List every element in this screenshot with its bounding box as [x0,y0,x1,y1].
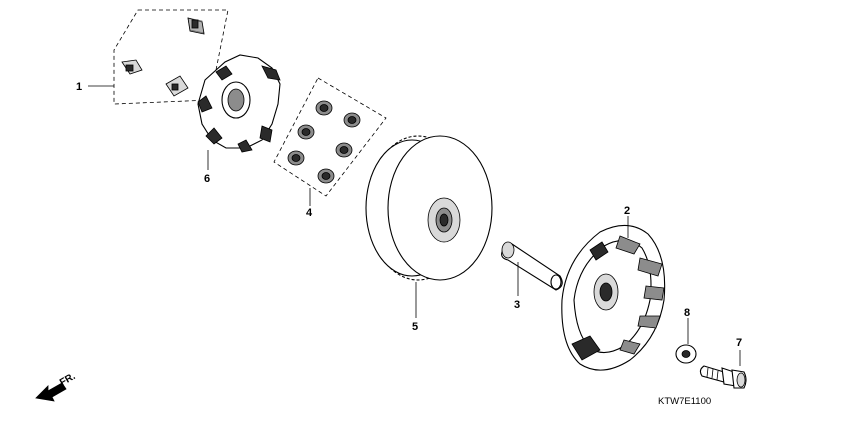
slider-piece [121,59,143,75]
callout-1: 1 [76,81,82,93]
callout-5: 5 [412,321,418,333]
callout-3: 3 [514,299,520,311]
part-5-drive-face [365,135,493,281]
arrow-icon [35,382,67,402]
part-4-rollers [273,77,387,197]
part-7-flange-bolt [699,365,747,389]
roller [317,168,335,184]
roller [297,124,315,140]
part-2-movable-face [561,224,666,371]
callout-6: 6 [204,173,210,185]
roller [343,112,361,128]
part-3-collar [501,241,563,291]
front-direction-arrow: FR. [35,371,78,402]
roller [335,142,353,158]
leader-lines [88,85,741,366]
part-1-sliders [113,9,229,105]
callout-4: 4 [306,207,313,219]
callout-7: 7 [736,337,742,349]
roller [315,100,333,116]
roller [287,150,305,166]
diagram-code: KTW7E1100 [658,396,711,407]
callout-2: 2 [624,205,630,217]
part-8-washer [675,344,697,364]
part-6-ramp-plate [197,54,281,153]
direction-label: FR. [58,371,78,389]
slider-piece [187,17,205,35]
slider-piece [165,75,189,97]
callout-8: 8 [684,307,690,319]
